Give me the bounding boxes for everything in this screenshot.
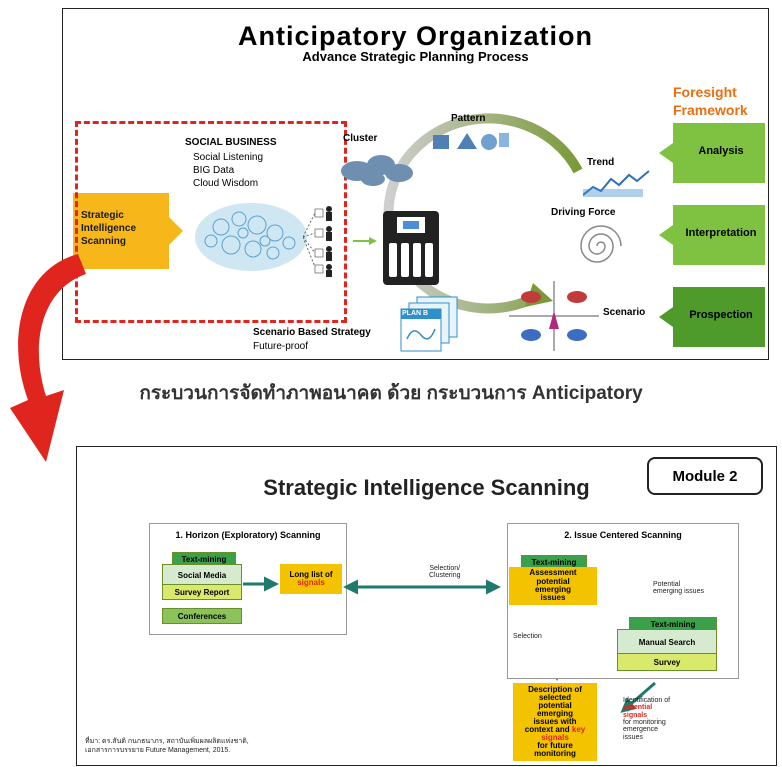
- identification-label: Identification of potential signals for …: [623, 697, 670, 741]
- people-icons: [314, 206, 332, 277]
- interpretation-arrow-box: [659, 205, 765, 265]
- desc-key: key: [571, 725, 586, 734]
- desc-line-6: context and key: [525, 726, 586, 734]
- long-list-text: Long list of: [289, 569, 333, 579]
- intelligence-text: Intelligence: [81, 223, 137, 234]
- plan-b-label: PLAN B: [402, 310, 429, 317]
- scenario-based-strategy-label: Scenario Based Strategy: [253, 327, 371, 338]
- manual-search-box: Manual Search: [617, 629, 717, 655]
- prospection-arrow-box: [659, 287, 765, 347]
- potential-text: potential: [536, 576, 570, 586]
- clustering-text: Clustering: [429, 572, 461, 579]
- social-listening: Social Listening: [193, 152, 264, 163]
- foresight-label: Foresight: [673, 84, 737, 100]
- emergence-text: emergence: [623, 726, 659, 734]
- source-line-2: เอกสารการบรรยาย Future Management, 2015.: [85, 747, 231, 755]
- potential-red-text: potential: [623, 704, 653, 712]
- signals-red-text: signals: [623, 711, 648, 719]
- desc-line-9: for future: [537, 741, 573, 750]
- cluster-label: Cluster: [343, 133, 378, 144]
- potential-emerging-label: Potential emerging issues: [653, 581, 704, 595]
- scenario-plans-icon: [400, 296, 458, 352]
- desc-line-2: selected: [538, 693, 572, 702]
- desc-line-3: potential: [538, 701, 572, 710]
- assessment-text: Assessment: [529, 568, 577, 578]
- trend-chart-icon: [583, 170, 650, 197]
- potential-label: Potential: [653, 581, 681, 588]
- desc-line-10: monitoring: [534, 749, 576, 758]
- big-data: BIG Data: [193, 165, 235, 176]
- foresight-framework-label: Foresight Framework: [673, 83, 748, 119]
- dashed-selection-highlight: [75, 121, 347, 323]
- cloud-wisdom: Cloud Wisdom: [193, 178, 259, 189]
- module-badge: Module 2: [647, 457, 763, 495]
- anticipatory-organization-panel: Anticipatory Organization Advance Strate…: [62, 8, 769, 360]
- trend-label: Trend: [587, 157, 615, 168]
- thai-caption: กระบวนการจัดทำภาพอนาคต ด้วย กระบวนการ An…: [139, 383, 643, 404]
- source-note: ที่มา: ดร.สันติ กนกธนาภร, สถาบันเพิ่มผลผ…: [85, 737, 249, 756]
- top-title: Anticipatory Organization: [237, 21, 594, 51]
- desc-line-5: issues with: [533, 717, 577, 726]
- selection-text: Selection/: [429, 565, 461, 572]
- bottom-title: Strategic Intelligence Scanning: [263, 475, 590, 500]
- dotted-connectors: [303, 212, 316, 268]
- framework-label: Framework: [673, 102, 748, 118]
- social-business-heading: SOCIAL BUSINESS: [185, 137, 277, 148]
- survey-box: Survey: [617, 653, 717, 671]
- analysis-label: Analysis: [698, 145, 744, 157]
- prospection-label: Prospection: [689, 309, 753, 321]
- framework-arrows: [659, 123, 765, 347]
- top-subtitle: Advance Strategic Planning Process: [302, 49, 529, 64]
- computer-machine-icon: [383, 211, 439, 285]
- desc-line-1: Description of: [528, 685, 582, 694]
- long-list-signals-box: Long list of signals: [280, 564, 342, 594]
- desc-line-4: emerging: [536, 709, 573, 718]
- interpretation-label: Interpretation: [685, 227, 757, 239]
- source-line-1: ที่มา: ดร.สันติ กนกธนาภร, สถาบันเพิ่มผลผ…: [85, 738, 249, 745]
- emerging-issues-label: emerging issues: [653, 588, 704, 595]
- scanning-text: Scanning: [81, 236, 127, 247]
- identification-text: Identification of: [623, 697, 671, 704]
- driving-force-label: Driving Force: [551, 207, 616, 218]
- issue-title: 2. Issue Centered Scanning: [564, 530, 682, 540]
- conferences-box: Conferences: [162, 608, 242, 624]
- scenario-quadrant-icon: [509, 281, 599, 351]
- data-bubble-cloud-icon: [195, 203, 307, 271]
- social-items-list: Social Listening BIG Data Cloud Wisdom: [193, 151, 263, 190]
- red-curved-arrow: [10, 254, 86, 462]
- assessment-box: Assessment potential emerging issues: [509, 567, 597, 605]
- desc-context: context and: [524, 725, 570, 734]
- strategic-text: Strategic: [81, 210, 124, 221]
- issues-text-2: issues: [623, 733, 643, 741]
- driving-force-spiral-icon: [580, 225, 622, 263]
- strategic-box-shape: [73, 193, 183, 269]
- issues-text: issues: [540, 593, 566, 603]
- survey-report-box: Survey Report: [162, 584, 242, 600]
- selection-label: Selection: [513, 633, 542, 640]
- signals-text: signals: [297, 578, 325, 587]
- selection-clustering-label: Selection/ Clustering: [429, 565, 461, 579]
- pattern-icon: [433, 133, 509, 150]
- future-proof-label: Future-proof: [253, 341, 309, 352]
- strategic-intelligence-scanning-panel: Strategic Intelligence Scanning Module 2…: [76, 446, 777, 766]
- emerging-text: emerging: [534, 585, 571, 594]
- horizon-title: 1. Horizon (Exploratory) Scanning: [175, 530, 321, 540]
- description-box: Description of selected potential emergi…: [513, 683, 597, 761]
- pattern-label: Pattern: [451, 113, 486, 124]
- analysis-arrow-box: [659, 123, 765, 183]
- desc-signals: signals: [541, 733, 569, 742]
- strategic-intelligence-scanning-label: Strategic Intelligence Scanning: [81, 209, 136, 248]
- scenario-label: Scenario: [603, 307, 646, 318]
- for-monitoring-text: for monitoring: [623, 719, 666, 727]
- cluster-icon: [341, 155, 413, 186]
